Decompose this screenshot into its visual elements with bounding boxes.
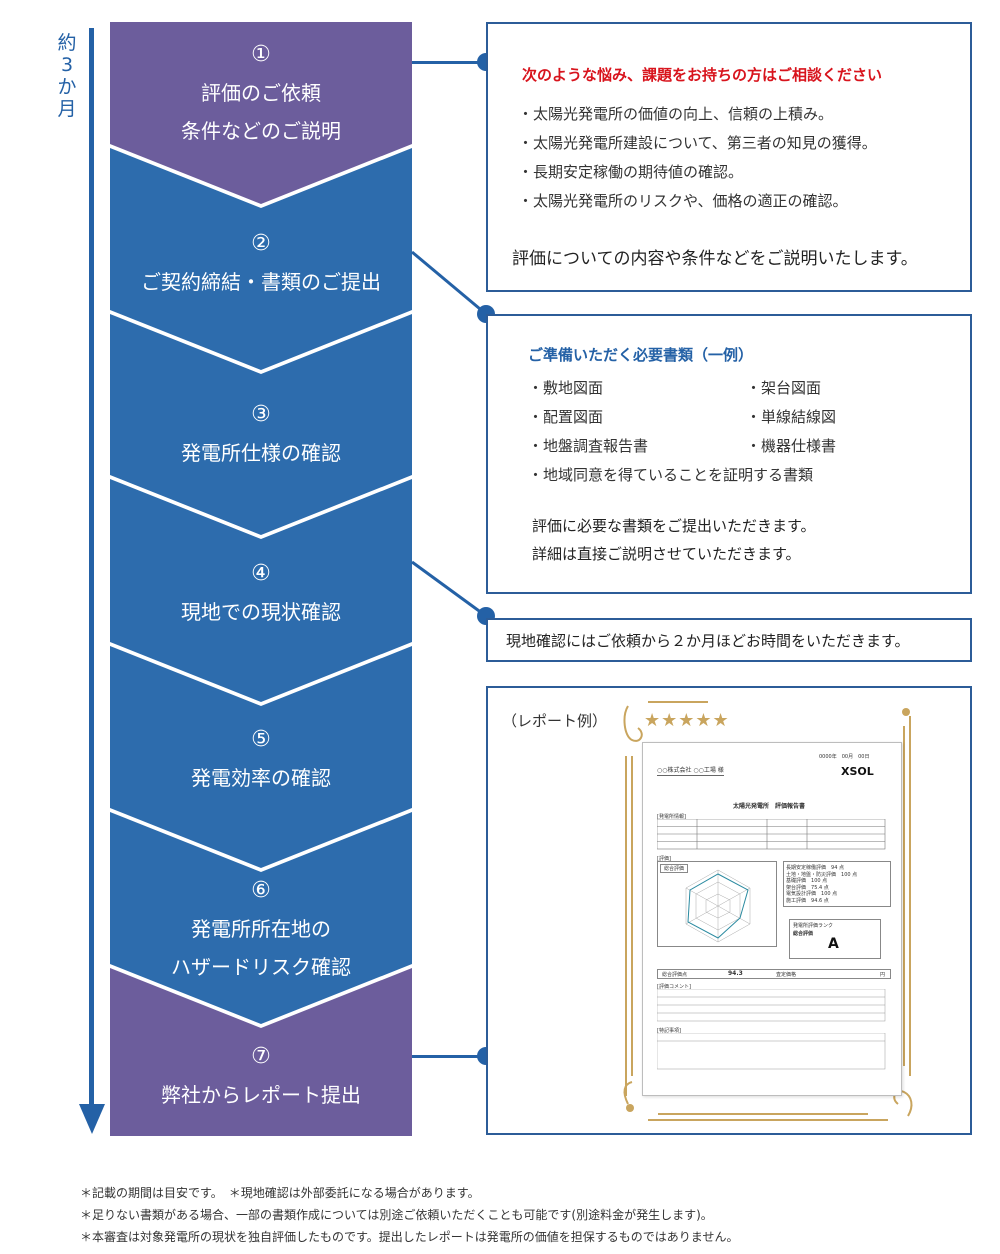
report-score-label: 総合評価点 (662, 972, 688, 978)
step-7-shape (110, 968, 412, 1136)
consultation-box: 次のような悩み、課題をお持ちの方はご相談ください ・太陽光発電所の価値の向上、信… (486, 22, 972, 292)
report-company: ○○株式会社 ○○工場 様 (657, 767, 724, 776)
report-section-special: [特記事項] (657, 1028, 681, 1034)
footnote-3: ＊本審査は対象発電所の現状を独自評価したものです。提出したレポートは発電所の価値… (80, 1230, 739, 1244)
step-6: ⑥ 発電所所在地の ハザードリスク確認 (110, 872, 412, 986)
report-page-preview: 0000年 00月 00日 ○○株式会社 ○○工場 様 XSOL 太陽光発電所 … (642, 742, 902, 1096)
connector-step-2 (411, 250, 487, 316)
report-score-row: 電気設計評価 100 点 (786, 891, 838, 897)
timeline-line (89, 28, 94, 1116)
report-score-row: 土地・地盤・防災評価 100 点 (786, 871, 858, 878)
consultation-heading: 次のような悩み、課題をお持ちの方はご相談ください (522, 66, 883, 84)
site-visit-note: 現地確認にはご依頼から２か月ほどお時間をいただきます。 (506, 632, 910, 650)
documents-note-2: 詳細は直接ご説明させていただきます。 (532, 545, 801, 563)
step-3-number: ③ (251, 402, 271, 427)
report-score-table: 長期安定稼働評価 94 点 土地・地盤・防災評価 100 点 基礎評価 100 … (783, 861, 891, 907)
documents-note-1: 評価に必要な書類をご提出いただきます。 (532, 517, 816, 535)
report-radar-box: 総合評価 (657, 861, 777, 947)
step-4-shape (110, 479, 412, 702)
step-3-shape (110, 314, 412, 535)
report-grade: A (828, 936, 839, 952)
document-item: ・架台図面 (746, 379, 822, 397)
consultation-item: ・太陽光発電所の価値の向上、信頼の上積み。 (518, 105, 834, 123)
report-price-unit: 円 (880, 972, 886, 978)
report-rank-label: 発電所評価ランク (793, 923, 834, 929)
step-7: ⑦ 弊社からレポート提出 (110, 1038, 412, 1114)
report-ornament-frame (623, 701, 913, 1121)
connector-step-1 (412, 61, 486, 64)
step-2-title: ご契約締結・書類のご提出 (141, 270, 381, 294)
report-radar-chart-icon (685, 869, 751, 943)
report-special-lines (657, 1033, 886, 1070)
step-5-title: 発電効率の確認 (191, 766, 331, 790)
step-5-number: ⑤ (251, 727, 271, 752)
step-3: ③ 発電所仕様の確認 (110, 396, 412, 472)
step-1: ① 評価のご依頼 条件などのご説明 (110, 36, 412, 150)
step-5-shape (110, 646, 412, 868)
step-6-title-line-1: 発電所所在地の (191, 917, 331, 941)
step-2-shape (110, 148, 412, 370)
report-date: 0000年 00月 00日 (819, 754, 870, 760)
timeline-label: 約 3 か 月 (57, 32, 77, 120)
report-summary-row: 総合評価点 94.3 査定価格 円 (657, 969, 891, 979)
document-item: ・地域同意を得ていることを証明する書類 (528, 466, 814, 484)
document-item: ・地盤調査報告書 (528, 437, 649, 455)
steps-chevron-graphic (110, 22, 412, 1136)
documents-box: ご準備いただく必要書類（一例） ・敷地図面 ・架台図面 ・配置図面 ・単線結線図… (486, 314, 972, 594)
step-3-title: 発電所仕様の確認 (181, 441, 341, 465)
report-section-basic: [発電所情報] (657, 814, 686, 820)
document-item: ・機器仕様書 (746, 437, 837, 455)
report-score: 94.3 (728, 970, 743, 977)
step-2-number: ② (251, 231, 271, 256)
report-overall-label: 総合評価 (793, 931, 814, 937)
report-comment-lines (657, 989, 886, 1022)
report-logo: XSOL (841, 765, 874, 778)
consultation-item: ・長期安定稼働の期待値の確認。 (518, 163, 744, 181)
step-4: ④ 現地での現状確認 (110, 555, 412, 631)
footnote-1: ＊記載の期間は目安です。 ＊現地確認は外部委託になる場合があります。 (80, 1186, 480, 1200)
document-item: ・敷地図面 (528, 379, 604, 397)
timeline-arrow-icon (79, 1104, 105, 1134)
report-score-row: 基礎評価 100 点 (786, 878, 828, 884)
report-score-row: 架台評価 75.4 点 (786, 884, 829, 891)
step-1-title-line-2: 条件などのご説明 (181, 119, 341, 143)
report-label: （レポート例） (502, 712, 608, 730)
consultation-item: ・太陽光発電所建設について、第三者の知見の獲得。 (518, 134, 877, 152)
step-6-shape (110, 812, 412, 1024)
documents-notes: 評価に必要な書類をご提出いただきます。 詳細は直接ご説明させていただきます。 (532, 512, 816, 568)
step-7-number: ⑦ (251, 1044, 271, 1069)
step-2: ② ご契約締結・書類のご提出 (110, 225, 412, 301)
report-score-row: 施工評価 94.6 点 (786, 897, 829, 904)
report-price-label: 査定価格 (776, 972, 797, 978)
step-1-shape (110, 22, 412, 204)
step-4-title: 現地での現状確認 (181, 600, 341, 624)
report-score-row: 長期安定稼働評価 94 点 (786, 865, 845, 871)
step-1-number: ① (251, 42, 271, 67)
consultation-list: ・太陽光発電所の価値の向上、信頼の上積み。 ・太陽光発電所建設について、第三者の… (518, 100, 877, 216)
report-rank-box: 発電所評価ランク 総合評価 A (789, 919, 881, 959)
report-section-eval: [評価] (657, 856, 671, 862)
consultation-note: 評価についての内容や条件などをご説明いたします。 (512, 249, 918, 269)
step-4-number: ④ (251, 561, 271, 586)
step-6-number: ⑥ (251, 878, 271, 903)
step-6-title-line-2: ハザードリスク確認 (171, 955, 351, 979)
step-5: ⑤ 発電効率の確認 (110, 721, 412, 797)
footnote-2: ＊足りない書類がある場合、一部の書類作成については別途ご依頼いただくことも可能で… (80, 1208, 713, 1222)
report-stars-icon: ★★★★★ (644, 710, 730, 731)
documents-heading: ご準備いただく必要書類（一例） (528, 346, 754, 364)
step-1-title-line-1: 評価のご依頼 (201, 81, 321, 105)
document-item: ・配置図面 (528, 408, 604, 426)
consultation-item: ・太陽光発電所のリスクや、価格の適正の確認。 (518, 192, 848, 210)
report-section-comment: [評価コメント] (657, 984, 691, 990)
report-info-table (657, 819, 886, 850)
step-7-title: 弊社からレポート提出 (161, 1083, 361, 1107)
connector-step-4 (411, 560, 487, 618)
document-item: ・単線結線図 (746, 408, 837, 426)
report-score-rows: 長期安定稼働評価 94 点 土地・地盤・防災評価 100 点 基礎評価 100 … (786, 865, 857, 904)
site-visit-box: 現地確認にはご依頼から２か月ほどお時間をいただきます。 (486, 618, 972, 662)
connector-step-7 (412, 1055, 486, 1058)
report-overall-tag: 総合評価 (660, 864, 689, 873)
report-title: 太陽光発電所 評価報告書 (733, 803, 806, 810)
